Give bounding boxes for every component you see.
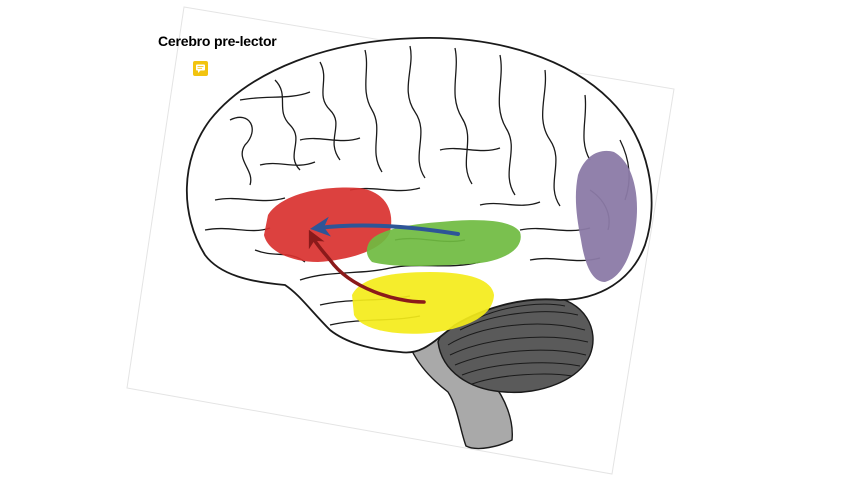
comment-icon[interactable] (193, 61, 208, 76)
slide-title: Cerebro pre-lector (158, 33, 277, 49)
